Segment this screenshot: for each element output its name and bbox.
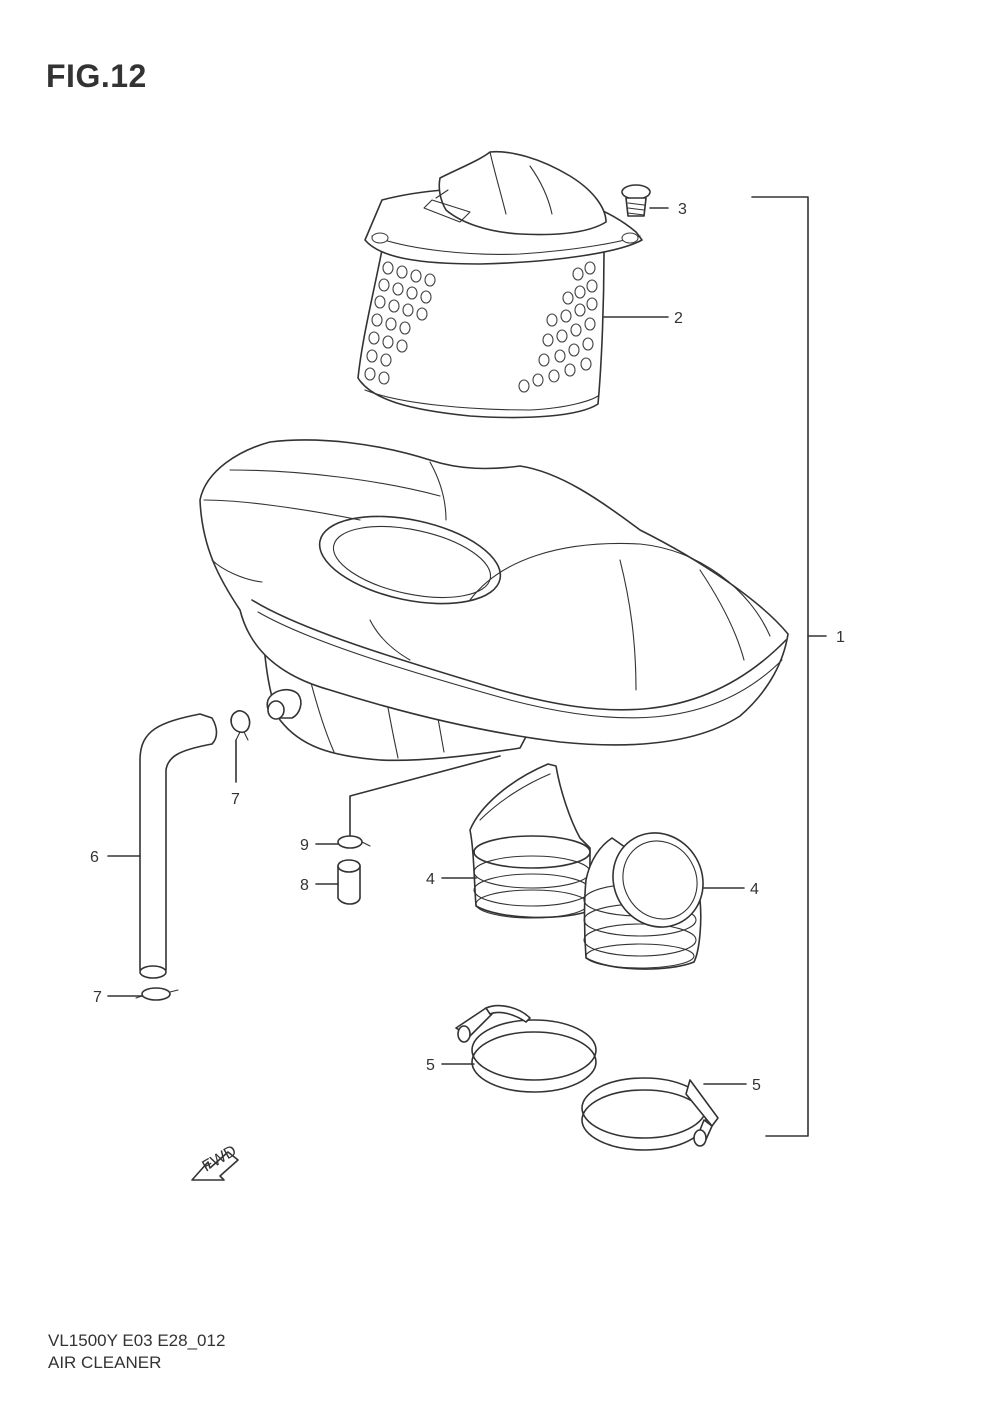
intake-boot-left xyxy=(469,763,591,919)
figure-title: FIG.12 xyxy=(46,58,147,94)
callout-labels: 1 2 3 4 4 5 5 6 7 7 8 9 xyxy=(90,201,845,1094)
band-clamp-lower xyxy=(581,1077,719,1151)
drain-hose xyxy=(139,713,218,979)
air-cleaner-housing xyxy=(199,439,789,762)
small-clip xyxy=(337,835,371,849)
model-code: VL1500Y E03 E28_012 xyxy=(48,1331,226,1350)
leader-lines xyxy=(107,196,827,1137)
callout-4-right: 4 xyxy=(750,881,759,898)
callout-5-upper: 5 xyxy=(426,1057,435,1074)
callout-8: 8 xyxy=(300,877,309,894)
intake-boot-right xyxy=(583,832,704,970)
callout-6: 6 xyxy=(90,849,99,866)
hose-clip-lower xyxy=(135,987,179,1001)
callout-7-upper: 7 xyxy=(231,791,240,808)
filter-perforations-right xyxy=(518,261,598,393)
forward-direction-arrow: FWD xyxy=(191,1143,240,1181)
cover-screw xyxy=(621,184,651,217)
section-name: AIR CLEANER xyxy=(48,1353,162,1372)
band-clamp-upper xyxy=(455,1004,597,1093)
callout-1: 1 xyxy=(836,629,845,646)
hose-clip-upper xyxy=(230,710,251,741)
diagram-footer: VL1500Y E03 E28_012 AIR CLEANER xyxy=(48,1330,225,1374)
callout-9: 9 xyxy=(300,837,309,854)
callout-3: 3 xyxy=(678,201,687,218)
callout-4-left: 4 xyxy=(426,871,435,888)
filter-perforations-left xyxy=(364,261,436,385)
air-filter-element xyxy=(357,150,643,419)
callout-5-lower: 5 xyxy=(752,1077,761,1094)
callout-2: 2 xyxy=(674,310,683,327)
callout-7-lower: 7 xyxy=(93,989,102,1006)
spacer-cap xyxy=(337,859,361,905)
